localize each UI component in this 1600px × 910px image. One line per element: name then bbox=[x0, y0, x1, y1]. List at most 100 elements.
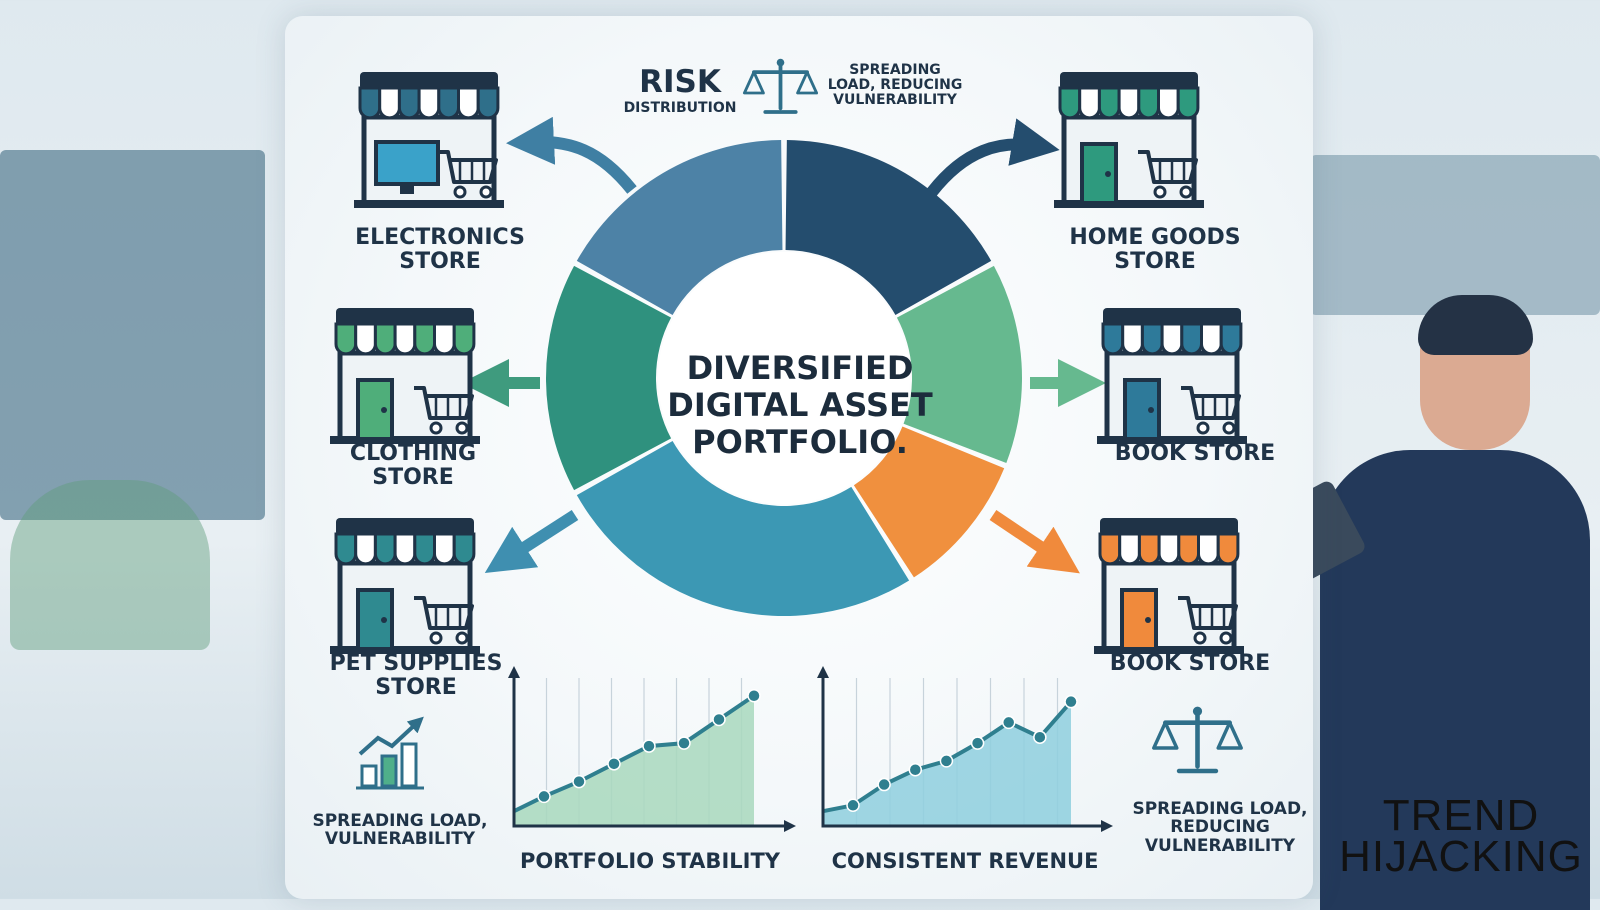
balance-scale-icon bbox=[1152, 706, 1243, 774]
store-awning-stripe bbox=[1118, 532, 1141, 566]
chart-point bbox=[1001, 715, 1016, 730]
cart-wheel bbox=[1222, 421, 1236, 435]
chart-point bbox=[877, 777, 891, 792]
chart-point bbox=[642, 739, 656, 753]
store-awning-stripe bbox=[1200, 322, 1223, 356]
chart-title-portfolio-stability: PORTFOLIO STABILITY bbox=[520, 849, 780, 873]
cart-grid bbox=[1198, 606, 1226, 628]
store-awning-stripe bbox=[1137, 532, 1161, 566]
store-awning-stripe bbox=[1121, 322, 1144, 356]
risk-note: SPREADING LOAD, REDUCING VULNERABILITY bbox=[827, 62, 963, 109]
chart-point bbox=[1033, 730, 1047, 744]
store-awning-stripe bbox=[1137, 86, 1160, 120]
store-0-storefront-monitor-icon bbox=[354, 72, 504, 208]
background-plants bbox=[10, 480, 210, 650]
connector-arrows bbox=[461, 116, 1106, 574]
store-roof bbox=[360, 72, 498, 90]
brand-logo: TREND HIJACKING bbox=[1336, 793, 1586, 881]
bottom-right-note: SPREADING LOAD, REDUCING VULNERABILITY bbox=[1132, 799, 1308, 856]
store-awning-stripe bbox=[358, 86, 382, 120]
store-awning-stripe bbox=[457, 86, 480, 120]
shopping-cart-icon bbox=[1181, 386, 1241, 435]
store-awning-stripe bbox=[1157, 532, 1181, 566]
balance-scale-icon bbox=[742, 58, 819, 114]
scale-frame bbox=[752, 60, 810, 114]
growth-icon-arrow bbox=[358, 716, 424, 756]
store-awning-stripe bbox=[1197, 532, 1220, 566]
center-title: DIVERSIFIED DIGITAL ASSET PORTFOLIO. bbox=[667, 349, 933, 461]
store-awning-stripe bbox=[1097, 86, 1121, 120]
store-awning-stripe bbox=[433, 322, 456, 356]
door-icon bbox=[356, 588, 394, 651]
donut-segment-blue bbox=[576, 140, 783, 315]
donut-segment-orange bbox=[853, 426, 1005, 578]
store-roof bbox=[1100, 518, 1238, 536]
shopping-cart-icon bbox=[438, 150, 498, 199]
donut-segment-dark-green bbox=[546, 265, 672, 491]
store-base bbox=[1097, 436, 1247, 444]
store-base bbox=[330, 436, 480, 444]
monitor-stand bbox=[400, 184, 414, 194]
chart-point bbox=[908, 763, 923, 777]
arrow-to-pet-supplies bbox=[484, 509, 579, 573]
arrow-to-home-goods bbox=[927, 118, 1060, 196]
cart-grid bbox=[1158, 160, 1186, 182]
store-awning-stripe bbox=[334, 322, 358, 356]
brand-line-2: HIJACKING bbox=[1339, 831, 1583, 881]
store-awning-stripe bbox=[437, 86, 460, 120]
store-label-clothing: CLOTHING STORE bbox=[349, 441, 477, 490]
store-awning-stripe bbox=[433, 532, 456, 566]
store-base bbox=[1094, 646, 1244, 654]
chart-point bbox=[747, 689, 761, 703]
growth-icon-bar bbox=[400, 742, 418, 788]
store-roof bbox=[336, 518, 474, 536]
cart-wheel bbox=[429, 631, 443, 645]
chart-point bbox=[846, 798, 860, 813]
store-awning-stripe bbox=[1140, 322, 1164, 356]
y-axis-arrowhead bbox=[817, 666, 829, 678]
cart-wheel bbox=[1196, 421, 1210, 435]
shopping-cart-icon bbox=[414, 386, 474, 435]
background-monitor-right bbox=[1310, 155, 1600, 315]
growth-icon-bar bbox=[360, 764, 378, 788]
bottom-left-note: SPREADING LOAD, VULNERABILITY bbox=[312, 811, 488, 850]
cart-wheel bbox=[455, 631, 469, 645]
store-awning-stripe bbox=[1078, 86, 1101, 120]
store-awning-stripe bbox=[1098, 532, 1122, 566]
store-3-storefront-door-icon bbox=[1097, 308, 1247, 444]
chart-point bbox=[970, 736, 985, 750]
balance-scale-icon-top bbox=[742, 58, 819, 114]
shopping-cart-icon bbox=[414, 596, 474, 645]
store-awning-stripe bbox=[397, 86, 421, 120]
store-roof bbox=[1060, 72, 1198, 90]
background-monitor-left bbox=[0, 150, 265, 520]
risk-subtitle: DISTRIBUTION bbox=[623, 100, 737, 116]
store-2-storefront-door-icon bbox=[330, 308, 480, 444]
store-awning-stripe bbox=[413, 322, 436, 356]
chart-point bbox=[712, 712, 726, 727]
store-awning-stripe bbox=[354, 322, 377, 356]
store-5-storefront-door-icon bbox=[1094, 518, 1244, 654]
store-awning-stripe bbox=[334, 532, 358, 566]
scale-top-knob bbox=[1192, 706, 1203, 716]
donut-segment-navy bbox=[785, 140, 992, 315]
store-awning-stripe bbox=[1180, 322, 1203, 356]
store-roof bbox=[1103, 308, 1241, 326]
shopping-cart-icon bbox=[1138, 150, 1198, 199]
chart-point bbox=[607, 757, 621, 771]
chart-point bbox=[1064, 694, 1078, 709]
portfolio-donut-chart bbox=[546, 140, 1022, 617]
store-awning-stripe bbox=[413, 532, 436, 566]
x-axis-arrowhead bbox=[784, 820, 796, 832]
door-knob bbox=[1145, 617, 1151, 623]
chart-point bbox=[939, 754, 954, 768]
scale-top-knob bbox=[776, 58, 785, 67]
shopping-cart-icon bbox=[1178, 596, 1238, 645]
cart-wheel bbox=[1193, 631, 1207, 645]
store-awning-stripe bbox=[1101, 322, 1125, 356]
store-awning-stripe bbox=[1216, 532, 1240, 566]
cart-grid bbox=[1201, 396, 1229, 418]
risk-title: RISK bbox=[639, 64, 721, 100]
balance-scale-icon-bottom bbox=[1152, 706, 1243, 774]
